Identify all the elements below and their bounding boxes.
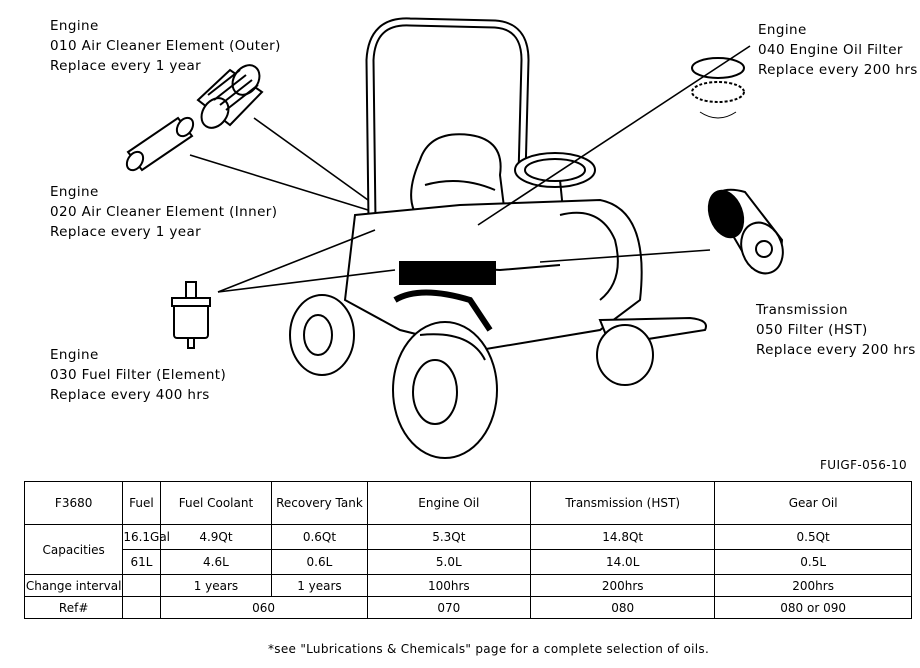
ref-label: Ref# [23,596,124,619]
ref-gear-oil: 080 or 090 [714,596,912,619]
callout-040: Engine 040 Engine Oil Filter Replace eve… [758,20,918,80]
header-gear-oil: Gear Oil [714,481,912,525]
callout-030-system: Engine [50,347,99,363]
callout-020-part: 020 Air Cleaner Element (Inner) [50,204,278,220]
cap-metric-recovery: 0.6L [271,549,368,575]
air-cleaner-inner-part [125,116,195,172]
table-row: Ref# 060 070 080 080 or 090 [23,596,912,619]
callout-040-system: Engine [758,22,807,38]
callout-010-part: 010 Air Cleaner Element (Outer) [50,38,281,54]
cap-metric-transmission: 14.0L [530,549,716,575]
cap-metric-fuel: 61L [122,549,161,575]
callout-020: Engine 020 Air Cleaner Element (Inner) R… [50,182,277,242]
callout-050-system: Transmission [756,302,849,318]
cap-metric-gear-oil: 0.5L [714,549,912,575]
cap-us-gear-oil: 0.5Qt [714,524,912,550]
fuel-filter-part [171,281,211,349]
callout-020-system: Engine [50,184,99,200]
callout-040-interval: Replace every 200 hrs [758,62,918,78]
header-fuel: Fuel [122,481,161,525]
callout-010-system: Engine [50,18,99,34]
hst-filter-part [707,188,784,275]
callout-010-interval: Replace every 1 year [50,58,202,74]
cap-us-coolant: 4.9Qt [159,524,273,550]
footnote: *see "Lubrications & Chemicals" page for… [268,642,710,656]
callout-010: Engine 010 Air Cleaner Element (Outer) R… [50,16,281,76]
cap-metric-coolant: 4.6L [159,549,273,575]
leader-lines [189,45,751,293]
capacities-label: Capacities [23,524,124,575]
callout-050: Transmission 050 Filter (HST) Replace ev… [756,300,916,360]
interval-transmission: 200hrs [530,574,716,597]
table-header-row: F3680 Fuel Fuel Coolant Recovery Tank En… [23,481,912,525]
cap-us-recovery: 0.6Qt [271,524,368,550]
cap-us-fuel: 16.1Gal [122,524,170,550]
table-row: 61L 4.6L 0.6L 5.0L 14.0L 0.5L [25,549,912,575]
header-transmission: Transmission (HST) [530,481,716,525]
interval-gear-oil: 200hrs [714,574,912,597]
interval-recovery: 1 years [271,574,368,597]
change-interval-label: Change interval [23,574,124,597]
interval-engine-oil: 100hrs [366,574,532,597]
callout-030-interval: Replace every 400 hrs [50,387,210,403]
table-row: Capacities 16.1Gal 4.9Qt 0.6Qt 5.3Qt 14.… [23,524,912,575]
mower-illustration [125,17,784,459]
callout-040-part: 040 Engine Oil Filter [758,42,903,58]
callout-030: Engine 030 Fuel Filter (Element) Replace… [50,345,226,405]
front-wheel [392,321,498,459]
ref-fuel [122,596,161,619]
ref-transmission: 080 [530,596,716,619]
callout-020-interval: Replace every 1 year [50,224,202,240]
header-fuel-coolant: Fuel Coolant [159,481,273,525]
callout-050-part: 050 Filter (HST) [756,322,868,338]
engine-oil-filter-part [691,57,745,119]
cap-us-transmission: 14.8Qt [530,524,716,550]
interval-fuel [122,574,161,597]
cap-us-engine-oil: 5.3Qt [366,524,532,550]
header-model: F3680 [23,481,124,525]
callout-030-part: 030 Fuel Filter (Element) [50,367,227,383]
callout-050-interval: Replace every 200 hrs [756,342,916,358]
cap-metric-engine-oil: 5.0L [366,549,532,575]
air-cleaner-outer-part [196,64,264,129]
figure-reference: FUIGF-056-10 [820,458,908,472]
capacities-table: F3680 Fuel Fuel Coolant Recovery Tank En… [23,481,912,619]
header-recovery-tank: Recovery Tank [271,481,368,525]
rear-wheel [289,294,355,376]
ref-engine-oil: 070 [366,596,532,619]
table-row: Change interval 1 years 1 years 100hrs 2… [23,574,912,597]
header-engine-oil: Engine Oil [366,481,532,525]
ref-coolant-recovery: 060 [159,596,368,619]
interval-coolant: 1 years [159,574,273,597]
